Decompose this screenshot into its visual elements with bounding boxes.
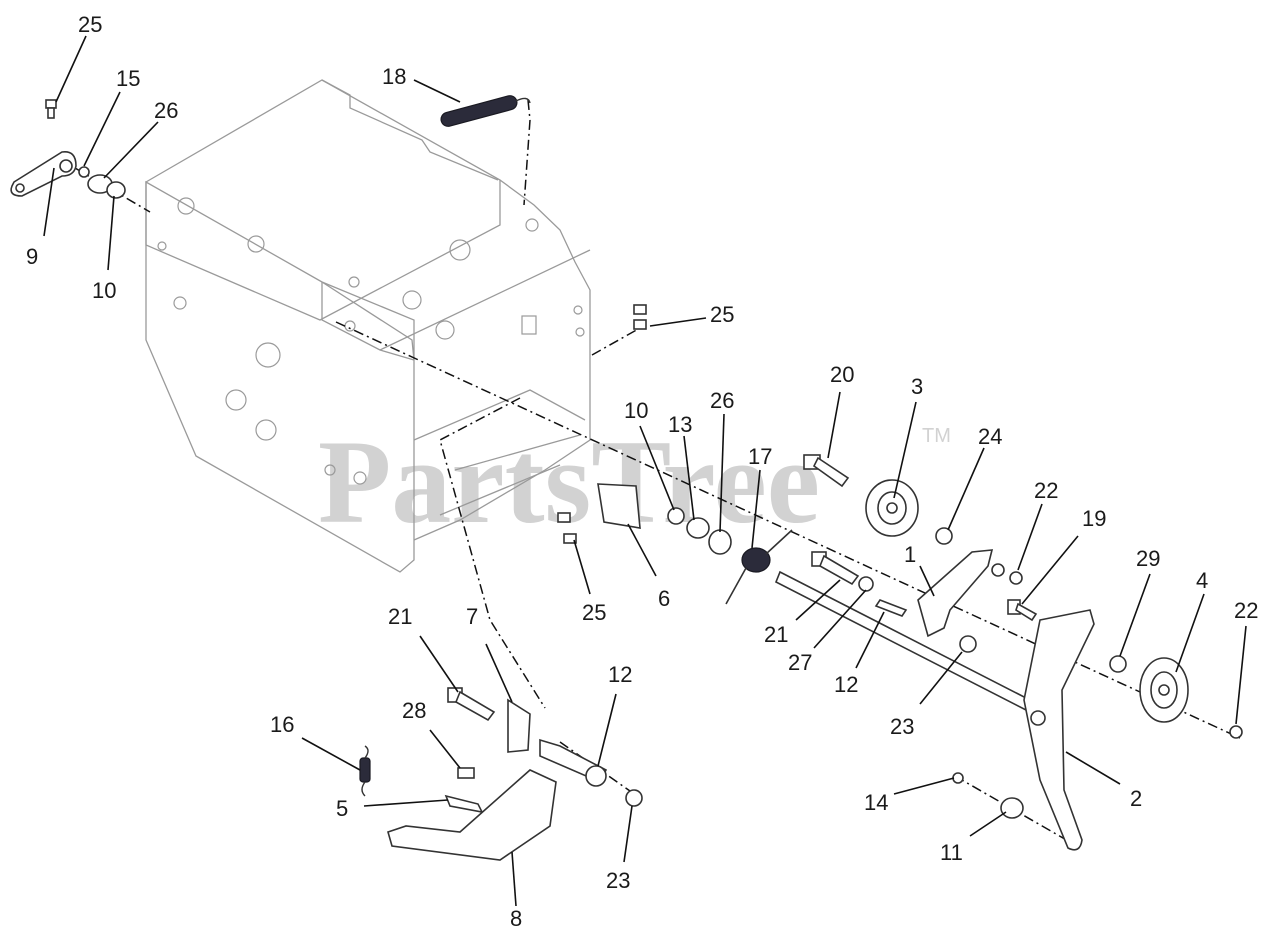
- part-3-pulley: [865, 479, 919, 537]
- part-2-pivot: [1030, 710, 1046, 726]
- part-21-bolt-a: [811, 551, 860, 586]
- part-4-pulley: [1139, 657, 1189, 723]
- callout-labels: 25 15 26 9 10 18 25 20 3 24 10 13 26 17 …: [26, 12, 1258, 931]
- callout-23: 23: [890, 714, 914, 739]
- callout-2: 2: [1130, 786, 1142, 811]
- callout-9: 9: [26, 244, 38, 269]
- part-12-sleeve-a: [874, 599, 908, 617]
- part-24-nut: [935, 527, 953, 545]
- main-shaft: [774, 570, 1032, 712]
- part-26-washer-b: [708, 529, 732, 555]
- callout-1: 1: [904, 542, 916, 567]
- part-22-nut-b: [1229, 725, 1243, 739]
- callout-16: 16: [270, 712, 294, 737]
- part-19-bolt: [1007, 599, 1038, 622]
- part-27-washer: [858, 576, 874, 592]
- callout-28: 28: [402, 698, 426, 723]
- callout-10: 10: [624, 398, 648, 423]
- callout-22: 22: [1234, 598, 1258, 623]
- callout-23: 23: [606, 868, 630, 893]
- part-25-bolt-a: [45, 99, 57, 119]
- callout-22: 22: [1034, 478, 1058, 503]
- callout-19: 19: [1082, 506, 1106, 531]
- part-22-nut-a: [1009, 571, 1023, 585]
- callout-12: 12: [608, 662, 632, 687]
- part-25-bolts-c: [557, 512, 577, 544]
- callout-7: 7: [466, 604, 478, 629]
- part-10-bushing-b: [667, 507, 685, 525]
- part-10-bushing-a: [106, 181, 126, 199]
- part-28-clip: [457, 767, 475, 779]
- part-9-lever: [10, 150, 77, 197]
- part-11-roller: [1000, 797, 1024, 819]
- callout-10: 10: [92, 278, 116, 303]
- callout-4: 4: [1196, 568, 1208, 593]
- part-6-bracket: [597, 483, 641, 529]
- watermark-text: PartsTree: [318, 415, 820, 548]
- part-23-nut-a: [959, 635, 977, 653]
- part-13-spacer: [686, 517, 710, 539]
- part-5-pin: [444, 794, 484, 814]
- callout-3: 3: [911, 374, 923, 399]
- callout-29: 29: [1136, 546, 1160, 571]
- callout-8: 8: [510, 906, 522, 931]
- leader-lines: [43, 35, 1247, 907]
- callout-26: 26: [154, 98, 178, 123]
- callout-17: 17: [748, 444, 772, 469]
- part-2-lever-arm: [1023, 609, 1095, 851]
- part-14-washer: [952, 772, 964, 784]
- part-21-bolt-b: [447, 687, 496, 722]
- callout-18: 18: [382, 64, 406, 89]
- part-20-bolt: [803, 454, 850, 488]
- callout-21: 21: [764, 622, 788, 647]
- part-8-pedal-lever: [387, 769, 557, 861]
- part-16-spring: [359, 745, 371, 797]
- callout-25: 25: [582, 600, 606, 625]
- callout-21: 21: [388, 604, 412, 629]
- watermark-trademark: TM: [922, 425, 951, 447]
- callout-26: 26: [710, 388, 734, 413]
- callout-24: 24: [978, 424, 1002, 449]
- part-12-sleeve-b: [585, 765, 607, 787]
- part-25-bolts-b: [633, 304, 647, 330]
- part-29-spacer: [1109, 655, 1127, 673]
- callout-15: 15: [116, 66, 140, 91]
- callout-12: 12: [834, 672, 858, 697]
- part-7-plate: [507, 698, 531, 753]
- callout-11: 11: [940, 840, 963, 865]
- callout-14: 14: [864, 790, 888, 815]
- callout-6: 6: [658, 586, 670, 611]
- callout-5: 5: [336, 796, 348, 821]
- part-23-nut-b: [625, 789, 643, 807]
- part-15-washer: [78, 166, 90, 178]
- callout-25: 25: [78, 12, 102, 37]
- housing-frame: [145, 79, 591, 573]
- callout-27: 27: [788, 650, 812, 675]
- callout-25: 25: [710, 302, 734, 327]
- part-22-nut-a-ring: [991, 563, 1005, 577]
- part-17-torsion-spring: [725, 529, 793, 605]
- callout-20: 20: [830, 362, 854, 387]
- part-18-spring: [440, 95, 531, 127]
- part-1-idler-arm: [917, 549, 994, 638]
- callout-13: 13: [668, 412, 692, 437]
